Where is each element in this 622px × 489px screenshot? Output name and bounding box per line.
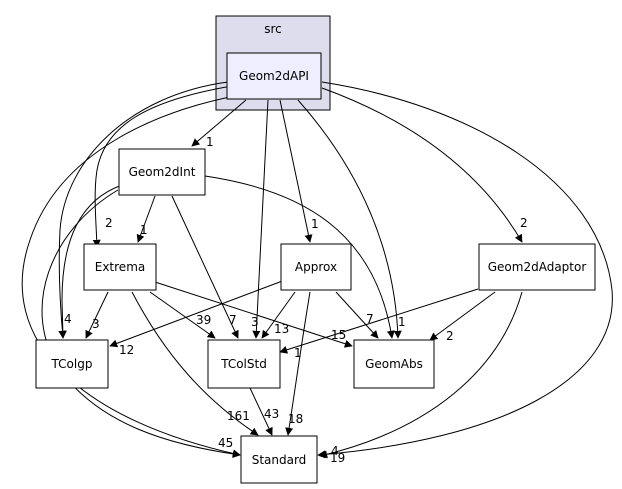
edge-label-api-adaptor: 2 (520, 216, 528, 230)
edge-api-standard-right (317, 81, 613, 459)
edge-label-int-tcolstd: 7 (229, 313, 237, 327)
node-tcolgp[interactable]: TColgp (35, 339, 109, 389)
edges (21, 81, 613, 459)
edge-label-approx-tcolstd: 13 (274, 322, 289, 336)
edge-label-api-geomabs: 1 (398, 315, 406, 329)
edge-label-adaptor-geomabs: 2 (446, 329, 454, 343)
node-approx[interactable]: Approx (280, 243, 352, 291)
edge-adaptor-tcolstd (279, 288, 479, 354)
edge-label-api-tcolgp: 4 (64, 312, 72, 326)
node-standard[interactable]: Standard (240, 435, 318, 484)
edge-label-ext-geomabs: 15 (331, 328, 346, 342)
cluster-label-src: src (264, 22, 282, 36)
edge-api-int (191, 99, 247, 147)
node-extrema[interactable]: Extrema (83, 243, 157, 291)
edge-api-tcolgp (58, 81, 229, 339)
edge-label-adaptor-tcolstd: 1 (294, 346, 302, 360)
node-label-geom2dapi: Geom2dAPI (239, 69, 309, 83)
edge-label-int-ext: 1 (140, 223, 148, 237)
edge-label-api-standard: 4 (331, 444, 339, 458)
edge-label-ext-tcolstd: 39 (196, 313, 211, 327)
edge-api-adaptor (321, 87, 523, 243)
edge-approx-tcolgp (109, 279, 286, 348)
node-geom2dapi[interactable]: Geom2dAPI (226, 52, 322, 100)
edge-approx-geomabs (335, 291, 379, 339)
edge-label-adaptor-standard: 19 (330, 451, 345, 465)
node-label-extrema: Extrema (95, 260, 145, 274)
edge-ext-tcolstd (149, 291, 216, 339)
edge-label-api-tcolstd: 3 (251, 315, 259, 329)
node-label-tcolstd: TColStd (220, 357, 267, 371)
edge-approx-standard (285, 291, 311, 436)
edge-label-api-approx: 1 (311, 217, 319, 231)
edge-int-tcolgp (58, 184, 123, 339)
edge-approx-tcolstd (261, 291, 296, 339)
node-label-geom2dadaptor: Geom2dAdaptor (488, 260, 587, 274)
edge-label-api-ext: 2 (105, 216, 113, 230)
edge-label-ext-standard: 161 (227, 409, 250, 423)
edge-adaptor-standard (319, 291, 523, 459)
nodes: Geom2dAPI Geom2dInt Extrema Approx Geom2… (35, 52, 596, 484)
edge-label-int-standard: 45 (218, 436, 233, 450)
edge-ext-geomabs (154, 281, 353, 348)
edge-label-api-int: 1 (206, 135, 214, 149)
node-geom2dint[interactable]: Geom2dInt (118, 148, 206, 196)
edge-label-approx-geomabs: 7 (366, 312, 374, 326)
node-geomabs[interactable]: GeomAbs (353, 339, 435, 389)
edge-api-geomabs (297, 99, 402, 339)
edge-tcolstd-standard (249, 387, 273, 436)
node-label-geom2dint: Geom2dInt (129, 165, 196, 179)
edge-int-tcolstd (171, 195, 239, 339)
node-label-tcolgp: TColgp (51, 357, 93, 371)
node-label-geomabs: GeomAbs (365, 357, 423, 371)
edge-label-tcolstd-standard: 43 (264, 407, 279, 421)
node-geom2dadaptor[interactable]: Geom2dAdaptor (478, 243, 596, 291)
node-tcolstd[interactable]: TColStd (207, 339, 281, 389)
edge-api-standard-left (21, 94, 241, 458)
edge-int-ext (136, 195, 156, 243)
edge-adaptor-geomabs (429, 291, 496, 341)
edge-label-approx-standard: 18 (288, 412, 303, 426)
edge-ext-standard (131, 291, 259, 436)
edge-api-ext (92, 85, 233, 248)
edge-label-approx-tcolgp: 12 (119, 343, 134, 357)
edge-int-geomabs (204, 175, 395, 339)
edge-api-tcolstd (252, 99, 269, 339)
edge-ext-tcolgp (85, 291, 109, 339)
node-label-standard: Standard (252, 453, 307, 467)
edge-label-ext-tcolgp: 3 (92, 317, 100, 331)
edge-labels: 1 2 1 2 1 4 3 39 7 3 13 7 15 1 2 1 12 16… (64, 135, 528, 465)
node-label-approx: Approx (295, 260, 337, 274)
edge-api-approx (279, 99, 313, 243)
